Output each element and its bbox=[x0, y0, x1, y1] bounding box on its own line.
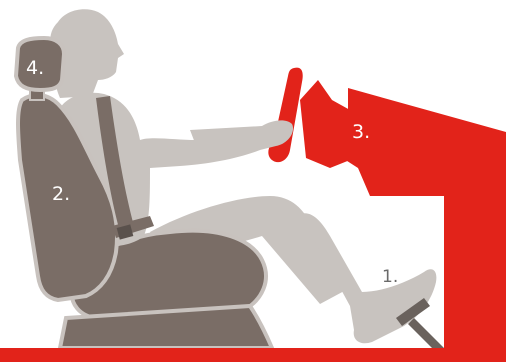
steering-wheel bbox=[268, 68, 302, 163]
label-pedals: 1. bbox=[382, 267, 398, 287]
label-steering-wheel: 3. bbox=[352, 121, 370, 143]
label-seat-back: 2. bbox=[52, 183, 70, 205]
label-headrest: 4. bbox=[26, 57, 44, 79]
floor-base bbox=[0, 348, 506, 362]
steering-column bbox=[300, 80, 350, 168]
